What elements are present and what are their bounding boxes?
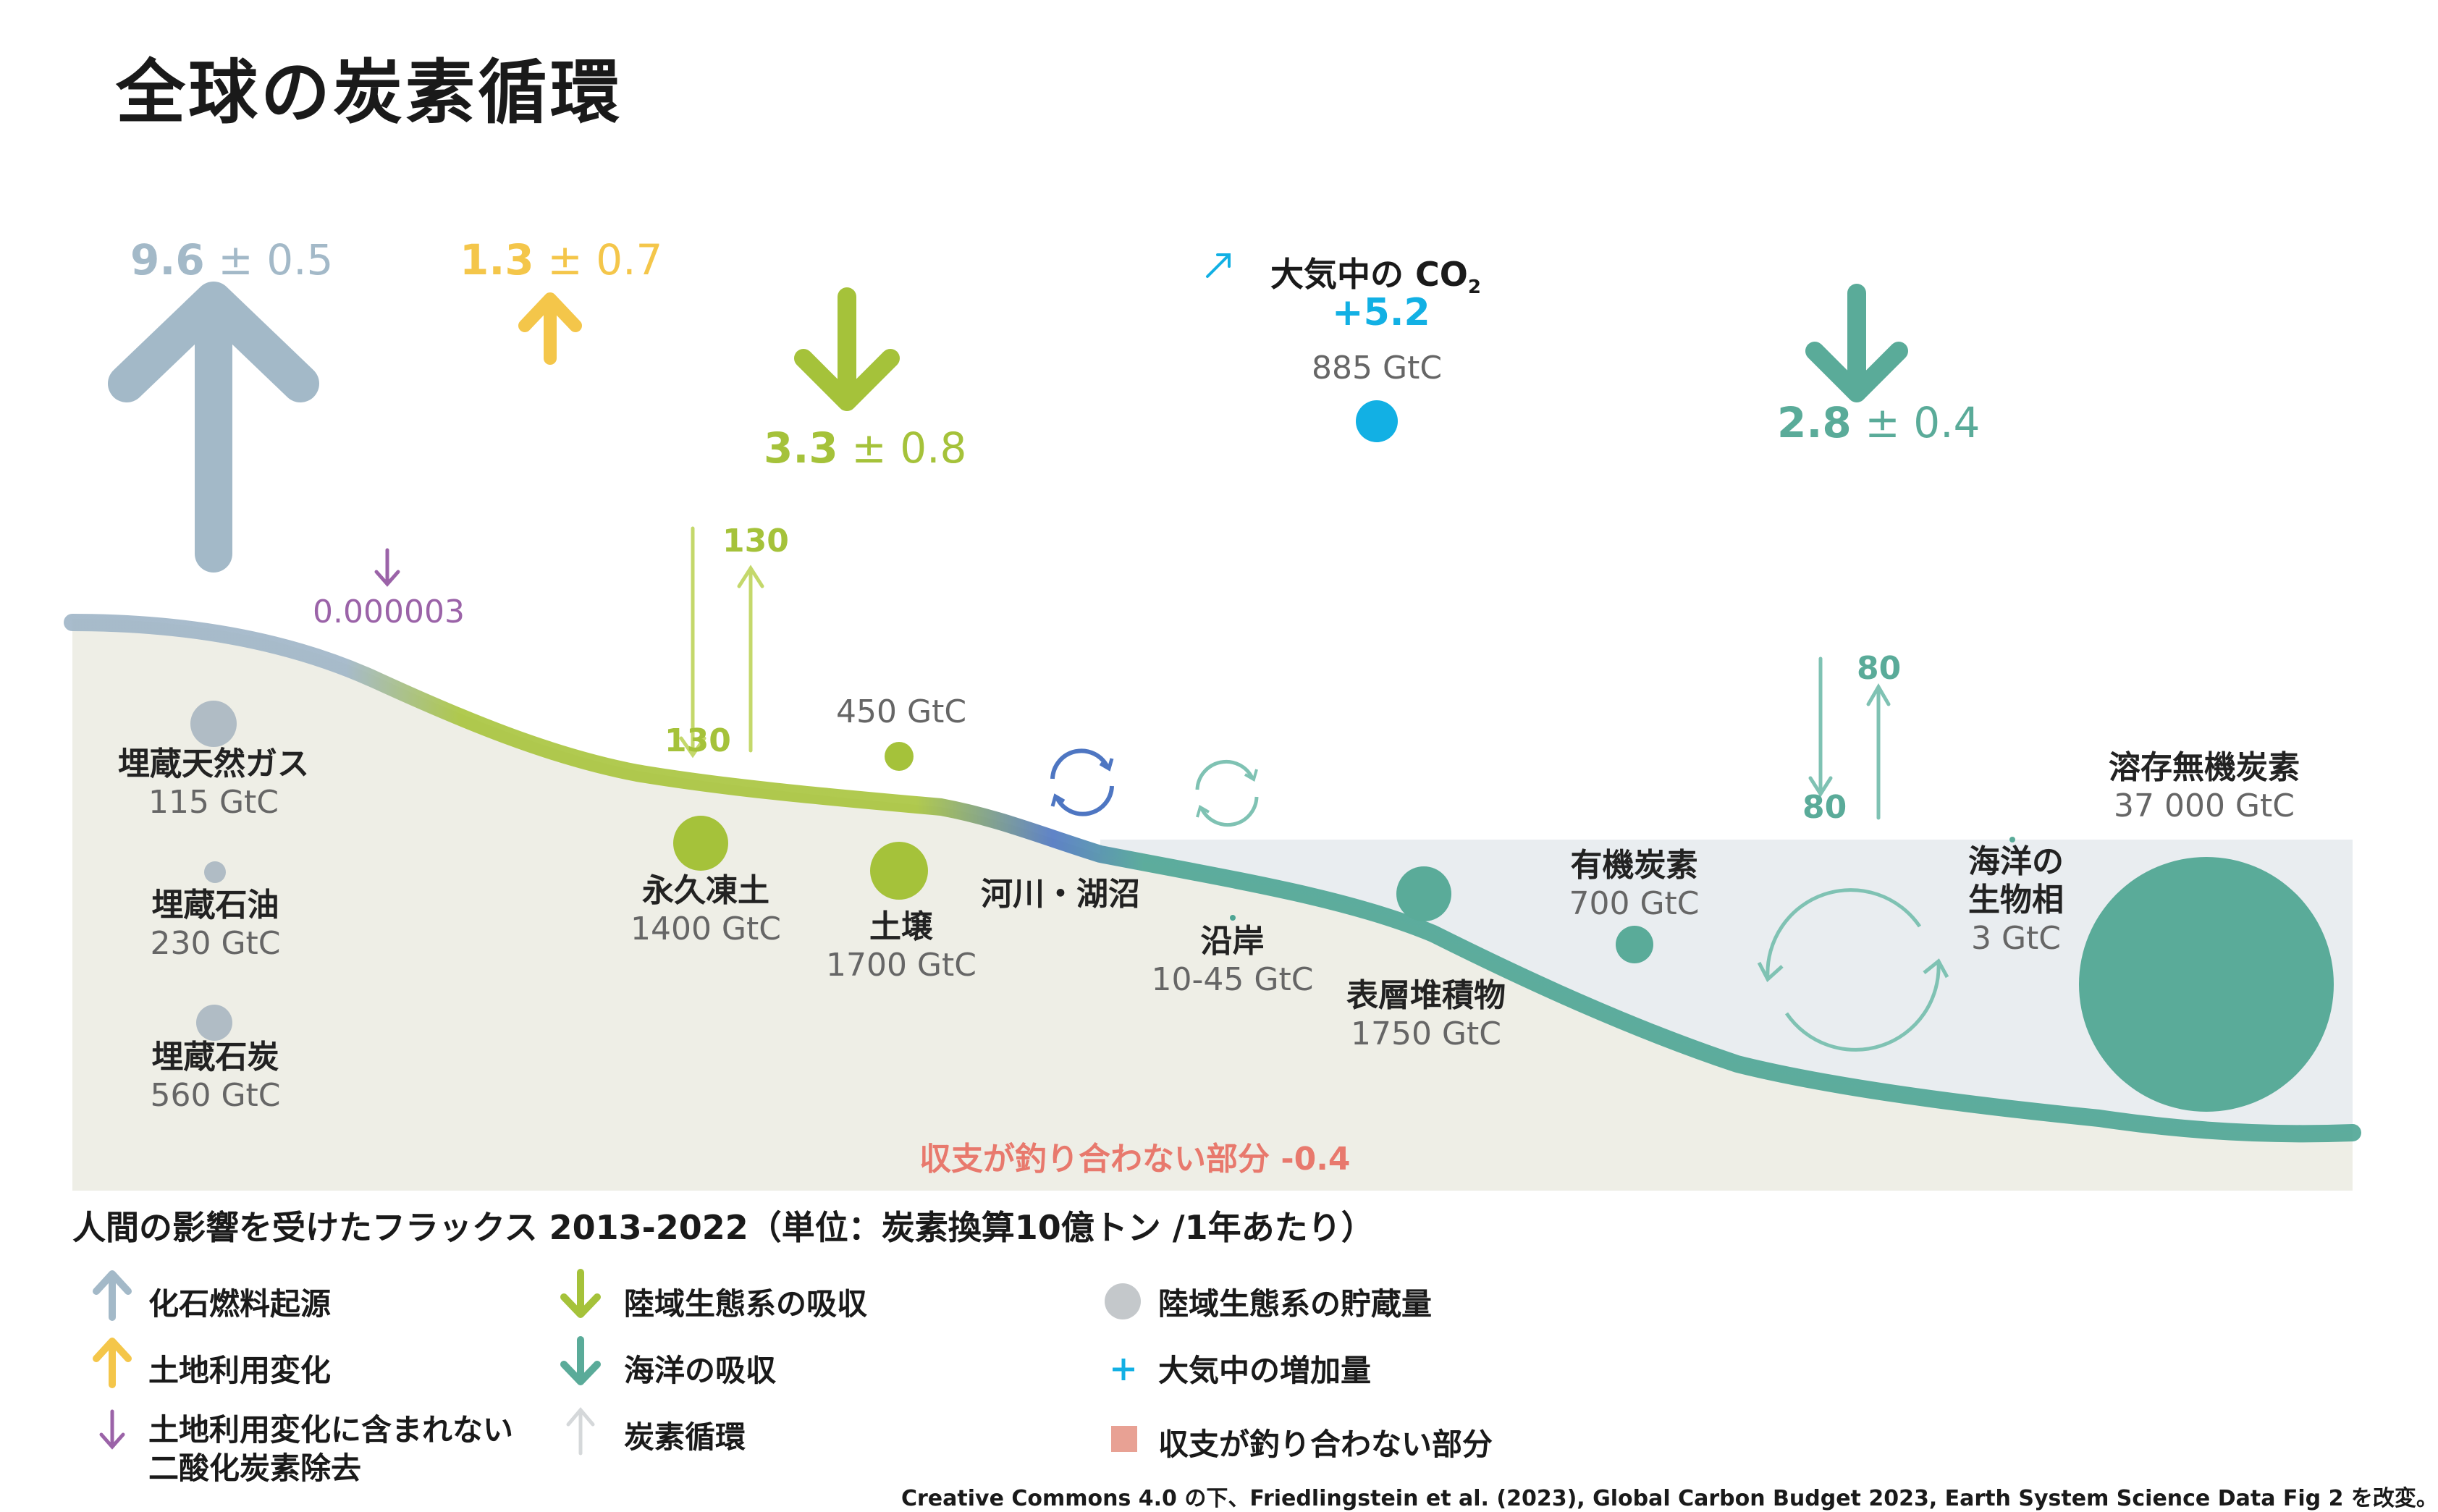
ocean-exchange-down-value: 80	[1802, 789, 1847, 826]
imbalance-label: 収支が釣り合わない部分 -0.4	[919, 1141, 1351, 1178]
land-sink-flux-value: 3.3	[764, 423, 838, 473]
legend-land-use: 土地利用変化	[148, 1353, 332, 1388]
land-sink-flux-uncertainty: ± 0.8	[851, 423, 967, 473]
soil-label: 土壌 1700 GtC	[825, 908, 977, 984]
credit-text: Creative Commons 4.0 の下、Friedlingstein e…	[901, 1486, 2438, 1511]
cdr-legend-icon	[99, 1409, 125, 1450]
oil-label: 埋蔵石油 230 GtC	[150, 887, 281, 962]
land-use-flux-value: 1.3	[460, 235, 534, 284]
cdr-flux-arrow	[374, 548, 400, 587]
imbalance-legend-icon	[1111, 1426, 1137, 1452]
land-exchange-down-value: 130	[665, 722, 731, 759]
legend-atm-increase: 大気中の増加量	[1158, 1353, 1372, 1388]
shoreline	[64, 614, 2361, 1143]
land-exchange-up-value: 130	[722, 523, 789, 559]
dic-label: 溶存無機炭素 37 000 GtC	[2109, 749, 2300, 824]
cdr-flux-value: 0.000003	[313, 594, 465, 630]
page-title: 全球の炭素循環	[116, 52, 623, 133]
fossil-flux-arrow	[108, 282, 319, 573]
legend-land-sink: 陸域生態系の吸収	[624, 1286, 868, 1322]
coastal-label: 沿岸 10-45 GtC	[1151, 923, 1314, 998]
legend-land-stock: 陸域生態系の貯蔵量	[1158, 1286, 1433, 1322]
fossil-legend-icon	[93, 1270, 132, 1321]
ocean-exchange-arrows	[1808, 656, 1891, 820]
atmosphere-stock-value: 885 GtC	[1312, 350, 1443, 387]
ocean-sink-legend-icon	[560, 1336, 601, 1385]
rivers-label: 河川・湖沼	[981, 876, 1140, 913]
legend-fossil: 化石燃料起源	[148, 1286, 332, 1322]
land-sink-legend-icon	[560, 1269, 601, 1318]
fossil-flux-value: 9.6	[130, 235, 205, 284]
organic-carbon-label: 有機炭素 700 GtC	[1569, 847, 1700, 922]
river-cycle-icon	[1050, 748, 1114, 816]
permafrost-label: 永久凍土 1400 GtC	[630, 872, 782, 947]
ocean-cycle-icon	[1757, 888, 1949, 1052]
ocean-sink-flux-arrow	[1805, 284, 1908, 402]
land-use-flux-label: 1.3 ± 0.7	[460, 235, 662, 284]
coastal-cycle-icon	[1195, 759, 1259, 827]
atmosphere-increase-arrow-icon	[1206, 253, 1231, 278]
land-sink-flux-arrow	[794, 287, 900, 411]
ocean-exchange-up-value: 80	[1857, 650, 1902, 687]
ocean-sink-flux-uncertainty: ± 0.4	[1865, 398, 1981, 447]
legend-cycle: 炭素循環	[624, 1419, 746, 1455]
land-use-legend-icon	[93, 1338, 132, 1388]
legend-ocean-sink: 海洋の吸収	[624, 1353, 777, 1388]
sediment-label: 表層堆積物 1750 GtC	[1346, 977, 1506, 1052]
fossil-flux-label: 9.6 ± 0.5	[130, 235, 333, 284]
legend-heading: 人間の影響を受けたフラックス 2013-2022（単位：炭素換算10億トン /1…	[72, 1208, 1375, 1247]
atm-increase-legend-icon	[1113, 1359, 1134, 1380]
atmosphere-label: 大気中の CO2	[1270, 255, 1481, 299]
vegetation-stock-value: 450 GtC	[836, 693, 967, 730]
land-stock-legend-icon	[1105, 1283, 1141, 1319]
imbalance-value: -0.4	[1281, 1141, 1351, 1178]
fossil-flux-uncertainty: ± 0.5	[218, 235, 334, 284]
land-sink-flux-label: 3.3 ± 0.8	[764, 423, 966, 473]
land-use-flux-arrow	[518, 292, 582, 365]
atmosphere-increase-value: +5.2	[1332, 291, 1430, 334]
coal-label: 埋蔵石炭 560 GtC	[150, 1039, 281, 1114]
cycle-legend-icon	[566, 1407, 595, 1456]
ocean-biota-label: 海洋の 生物相 3 GtC	[1968, 843, 2064, 957]
atmosphere-stock-circle	[1356, 400, 1398, 442]
land-exchange-arrows	[679, 526, 764, 759]
ocean-sink-flux-label: 2.8 ± 0.4	[1777, 398, 1980, 447]
land-use-flux-uncertainty: ± 0.7	[547, 235, 663, 284]
legend-imbalance: 収支が釣り合わない部分	[1158, 1427, 1493, 1462]
ocean-sink-flux-value: 2.8	[1777, 398, 1852, 447]
legend-cdr: 土地利用変化に含まれない 二酸化炭素除去	[148, 1412, 514, 1486]
gas-label: 埋蔵天然ガス 115 GtC	[118, 746, 309, 821]
